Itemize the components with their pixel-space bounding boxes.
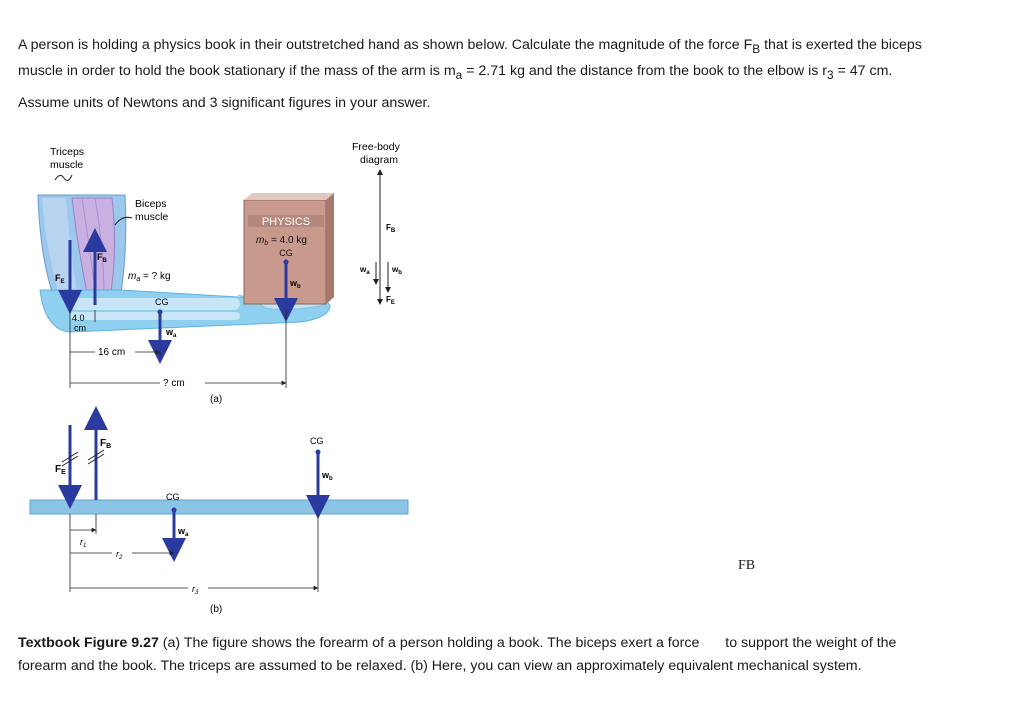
fb-b-sub: B bbox=[106, 443, 111, 450]
svg-text:FB: FB bbox=[97, 252, 108, 264]
label-a: (a) bbox=[210, 394, 222, 405]
physics-book: PHYSICS mb = 4.0 kg CG bbox=[243, 193, 334, 305]
fe-b-sub: E bbox=[61, 469, 66, 476]
upper-arm bbox=[37, 194, 127, 301]
label-b: (b) bbox=[210, 604, 222, 615]
caption-line2: forearm and the book. The triceps are as… bbox=[18, 658, 862, 674]
arm-cg-b: CG bbox=[166, 492, 180, 502]
triceps-label-1: Triceps bbox=[50, 146, 84, 158]
wb-a: w bbox=[289, 278, 298, 288]
svg-text:r1: r1 bbox=[80, 537, 86, 549]
svg-text:r3: r3 bbox=[192, 584, 199, 596]
question-line1b: that is exerted the biceps bbox=[760, 37, 922, 53]
fb-a: F bbox=[97, 252, 103, 262]
biceps-figure: PHYSICS mb = 4.0 kg CG Triceps muscle Bi… bbox=[29, 141, 409, 615]
question-text: A person is holding a physics book in th… bbox=[18, 34, 1008, 86]
svg-text:ma = ? kg: ma = ? kg bbox=[128, 271, 171, 283]
svg-text:FE: FE bbox=[55, 464, 66, 476]
book-mass-val: = 4.0 kg bbox=[268, 235, 307, 246]
fe-a: F bbox=[55, 273, 61, 283]
figure-caption: Textbook Figure 9.27 (a) The figure show… bbox=[18, 632, 1008, 678]
wb-b: w bbox=[321, 470, 330, 480]
svg-text:wa: wa bbox=[359, 265, 370, 276]
r1-sub: 1 bbox=[83, 543, 86, 549]
fe-fbd-sub: E bbox=[391, 300, 395, 306]
r3-sub: 3 bbox=[195, 590, 199, 596]
r2: r bbox=[116, 549, 120, 559]
biceps-label-2: muscle bbox=[135, 211, 168, 223]
fb-fbd: F bbox=[386, 223, 391, 232]
question-line2b: = 2.71 kg and the distance from the book… bbox=[462, 62, 828, 79]
svg-text:wb: wb bbox=[391, 265, 402, 276]
r2-sub: 2 bbox=[118, 555, 123, 561]
free-body-label-2: diagram bbox=[360, 154, 398, 166]
sub-3: 3 bbox=[827, 67, 834, 82]
fe-b: F bbox=[55, 464, 61, 475]
r3: r bbox=[192, 584, 196, 594]
svg-text:wb: wb bbox=[321, 470, 333, 482]
caption-title: Textbook Figure 9.27 bbox=[18, 635, 159, 651]
svg-text:r2: r2 bbox=[116, 549, 123, 561]
sub-a: a bbox=[455, 67, 463, 82]
svg-text:wa: wa bbox=[165, 327, 177, 339]
fb-a-sub: B bbox=[103, 258, 108, 264]
fb-fbd-sub: B bbox=[391, 228, 396, 234]
book-cg-b: CG bbox=[310, 436, 324, 446]
r1: r bbox=[80, 537, 84, 547]
arm-mass-val: = ? kg bbox=[140, 271, 170, 282]
wb-fbd: w bbox=[391, 265, 399, 274]
book-cg-label: CG bbox=[279, 248, 293, 258]
book-title: PHYSICS bbox=[262, 216, 310, 228]
wb-a-sub: b bbox=[297, 284, 301, 290]
book-mass-sub: b bbox=[264, 240, 268, 247]
svg-text:mb = 4.0 kg: mb = 4.0 kg bbox=[256, 235, 307, 247]
fe-fbd: F bbox=[386, 295, 391, 304]
dist-4cm: 4.0 bbox=[72, 313, 85, 323]
fb-b: F bbox=[100, 438, 106, 449]
question-line2a: muscle in order to hold the book station… bbox=[18, 62, 456, 79]
book-mass: m bbox=[256, 235, 264, 246]
fe-a-sub: E bbox=[61, 279, 65, 285]
svg-text:FB: FB bbox=[386, 223, 396, 234]
arm-mass: m bbox=[128, 271, 136, 282]
dist-unknown: ? cm bbox=[163, 378, 185, 389]
wb-b-sub: b bbox=[329, 476, 333, 482]
dist-16cm: 16 cm bbox=[98, 347, 125, 358]
arm-cg-label: CG bbox=[155, 297, 169, 307]
sub-b: B bbox=[752, 41, 761, 56]
caption-text1: (a) The figure shows the forearm of a pe… bbox=[158, 635, 704, 651]
dist-4cm-unit: cm bbox=[74, 323, 86, 333]
wb-fbd-sub: b bbox=[398, 270, 402, 276]
answer-label: FB bbox=[738, 558, 756, 573]
svg-text:FB: FB bbox=[100, 438, 111, 450]
wa-a-sub: a bbox=[173, 333, 177, 339]
free-body-label-1: Free-body bbox=[352, 141, 401, 153]
wa-fbd: w bbox=[359, 265, 367, 274]
wa-b: w bbox=[177, 526, 186, 536]
svg-text:wa: wa bbox=[177, 526, 189, 538]
lever-bar bbox=[29, 499, 409, 515]
svg-text:FE: FE bbox=[55, 273, 65, 285]
caption-text2: to support the weight of the bbox=[725, 635, 897, 651]
question-line2c: = 47 cm. bbox=[833, 62, 893, 79]
svg-text:FE: FE bbox=[386, 295, 395, 306]
triceps-label-2: muscle bbox=[50, 159, 83, 171]
svg-text:wb: wb bbox=[289, 278, 301, 290]
question-line1: A person is holding a physics book in th… bbox=[18, 37, 753, 53]
arm-mass-sub: a bbox=[136, 276, 140, 283]
wa-a: w bbox=[165, 327, 174, 337]
wa-b-sub: a bbox=[185, 532, 189, 538]
assumption-text: Assume units of Newtons and 3 significan… bbox=[18, 95, 431, 111]
wa-fbd-sub: a bbox=[366, 270, 370, 276]
biceps-label-1: Biceps bbox=[135, 198, 167, 210]
